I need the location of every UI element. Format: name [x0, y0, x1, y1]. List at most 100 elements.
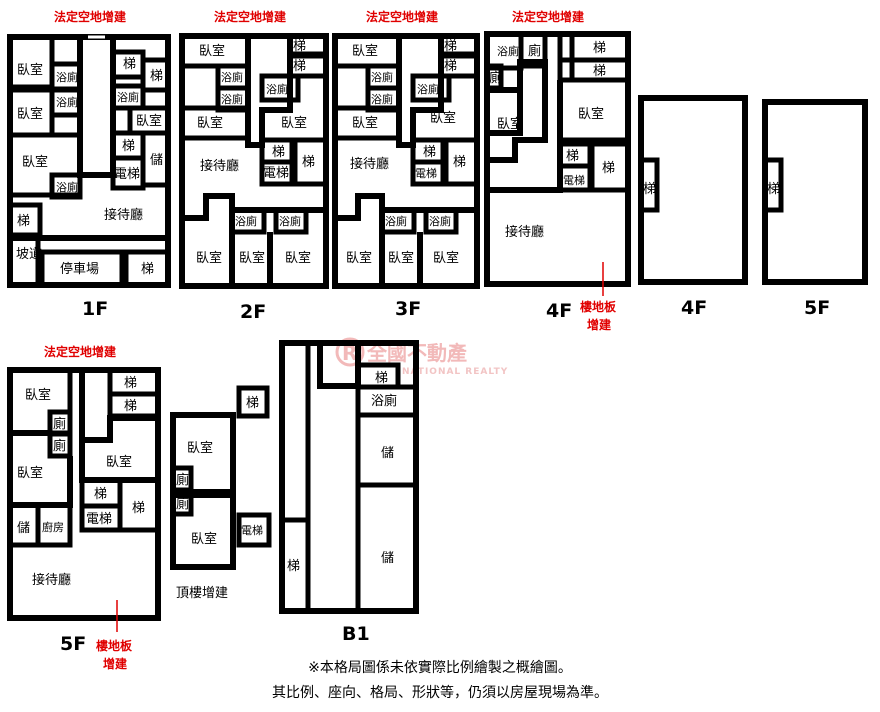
floor-ext-4f-line2: 增建 — [587, 317, 612, 332]
setback-note-4f: 法定空地增建 — [512, 9, 585, 24]
elevator-roof — [236, 512, 272, 548]
bath-3f-d-label: 浴廁 — [385, 214, 407, 228]
stairs-3f-c-label: 梯 — [423, 145, 436, 160]
bedroom-3f-b-label: 臥室 — [352, 115, 378, 131]
bath-4f-label: 浴廁 — [497, 44, 519, 58]
stairs-1f-d-label: 梯 — [17, 214, 30, 229]
bedroom-4f-b-label: 臥室 — [578, 106, 604, 122]
bath-3f-d — [379, 207, 417, 235]
plan-3f: 法定空地增建 臥室 浴廁 浴廁 臥室 梯 梯 浴廁 臥室 梯 電梯 梯 接待廳 … — [332, 9, 480, 320]
stair-block-4f — [557, 31, 631, 83]
toilet-4f-b — [484, 63, 504, 91]
bedroom-1f-b-label: 臥室 — [17, 106, 43, 122]
bedroom-2f-a-label: 臥室 — [199, 43, 225, 59]
stairs-3f-a-label: 梯 — [444, 39, 457, 54]
stairs-2f-c-label: 梯 — [272, 145, 285, 160]
stairs-5f-d — [117, 477, 161, 533]
stairs-1f-b-label: 梯 — [150, 69, 163, 84]
stairs-roof-label: 梯 — [246, 396, 259, 411]
bedroom-3f-f-label: 臥室 — [433, 250, 459, 266]
stairs-5f-b-label: 梯 — [767, 182, 780, 197]
setback-note-2f: 法定空地增建 — [214, 9, 287, 24]
bedroom-1f-a — [7, 34, 55, 90]
stairs-3f-d-label: 梯 — [453, 155, 466, 170]
bath-2f-b-label: 浴廁 — [221, 92, 243, 106]
bedroom-3f-c-label: 臥室 — [430, 110, 456, 126]
plan-rooftop: 臥室 廁 廁 臥室 梯 電梯 頂樓增建 — [170, 385, 272, 601]
bedroom-3f-a-label: 臥室 — [352, 43, 378, 59]
floor-ext-5f-line2: 增建 — [103, 656, 128, 671]
elevator-1f — [110, 155, 146, 191]
bath-1f-c — [49, 172, 83, 200]
reception-4f-label: 接待廳 — [505, 224, 544, 240]
watermark-subtext: NATIONAL REALTY — [402, 367, 508, 377]
bath-2f-c — [259, 73, 301, 103]
bedroom-roof-a-label: 臥室 — [187, 440, 213, 456]
stairs-5f-b — [762, 157, 784, 213]
bath-2f-d — [229, 207, 267, 235]
bedroom-3f-e-label: 臥室 — [388, 250, 414, 266]
bedroom-5f-a-label: 臥室 — [25, 387, 51, 403]
floor-label-5f-a: 5F — [60, 633, 86, 655]
stairs-1f-e — [123, 249, 171, 288]
elevator-3f — [410, 159, 446, 187]
setback-note-1f: 法定空地增建 — [54, 9, 127, 24]
stairs-b1-a-label: 梯 — [287, 559, 300, 574]
bath-3f-e-label: 浴廁 — [429, 214, 451, 228]
bath-2f-d-label: 浴廁 — [235, 214, 257, 228]
toilet-roof-b — [170, 489, 194, 517]
floor-ext-5f-line1: 樓地板 — [96, 638, 133, 653]
toilet-4f-b-label: 廁 — [489, 70, 502, 86]
elevator-2f-label: 電梯 — [263, 166, 289, 181]
bedroom-2f-e-label: 臥室 — [239, 250, 265, 266]
toilet-4f-label: 廁 — [528, 43, 541, 59]
floor-label-5f-b: 5F — [804, 297, 830, 319]
bath-2f-e — [273, 207, 309, 235]
kitchen-5f — [35, 502, 73, 548]
plan-1f: 法定空地增建 臥室 浴廁 臥室 浴廁 臥室 浴廁 梯 梯 浴廁 臥室 梯 儲 電… — [7, 9, 171, 320]
bath-1f-b-label: 浴廁 — [56, 95, 78, 109]
parking-1f — [39, 249, 125, 288]
toilet-roof-b-label: 廁 — [176, 496, 189, 512]
stairs-4f-d-label: 梯 — [602, 161, 615, 176]
toilet-5f-a-label: 廁 — [53, 416, 66, 432]
bath-2f-a-label: 浴廁 — [221, 70, 243, 84]
floor-label-3f: 3F — [395, 298, 421, 320]
stairs-2f-d-label: 梯 — [302, 155, 315, 170]
bedroom-1f-d-label: 臥室 — [136, 113, 162, 129]
bedroom-4f-a-label: 臥室 — [497, 116, 523, 132]
bath-3f-c-label: 浴廁 — [417, 82, 439, 96]
stairs-4f-d — [589, 141, 631, 193]
storage-b1-a-label: 儲 — [381, 446, 394, 461]
bedroom-2f-b-label: 臥室 — [197, 115, 223, 131]
stairs-2f-a-label: 梯 — [293, 39, 306, 54]
bath-3f-a-label: 浴廁 — [371, 70, 393, 84]
bath-3f-b-label: 浴廁 — [371, 92, 393, 106]
bedroom-3f-b — [332, 105, 402, 141]
toilet-5f-b — [47, 431, 73, 459]
bedroom-2f-b — [179, 105, 251, 141]
reception-1f-label: 接待廳 — [104, 207, 143, 223]
stairs-4f-b-label: 梯 — [593, 64, 606, 79]
elevator-5f-label: 電梯 — [86, 512, 112, 527]
setback-note-5f: 法定空地增建 — [44, 344, 117, 359]
plan-b1: 梯 梯 浴廁 儲 儲 B1 — [279, 340, 419, 645]
floor-label-b1: B1 — [342, 623, 370, 645]
storage-b1-b — [355, 482, 419, 614]
stairs-5f-a1-label: 梯 — [124, 376, 137, 391]
bath-2f-c-label: 浴廁 — [266, 82, 288, 96]
bath-b1-label: 浴廁 — [371, 393, 397, 409]
rooftop-room-b — [170, 489, 236, 570]
toilet-5f-b-label: 廁 — [53, 438, 66, 454]
watermark-initial: R — [342, 341, 357, 365]
stairs-2f-d — [292, 137, 329, 187]
plan-4f-setback: 法定空地增建 浴廁 廁 廁 梯 梯 臥室 臥室 梯 電梯 梯 接待廳 樓地板 增… — [484, 9, 631, 332]
bedroom-3f-d-label: 臥室 — [346, 250, 372, 266]
bath-3f-c — [410, 73, 452, 103]
lower-wall-3f-a — [335, 193, 385, 286]
kitchen-5f-label: 廚房 — [42, 520, 64, 534]
elevator-roof-label: 電梯 — [241, 524, 263, 537]
storage-5f-label: 儲 — [17, 521, 30, 536]
bedroom-5f-c-label: 臥室 — [106, 454, 132, 470]
corridor-wall-1f — [77, 37, 116, 178]
